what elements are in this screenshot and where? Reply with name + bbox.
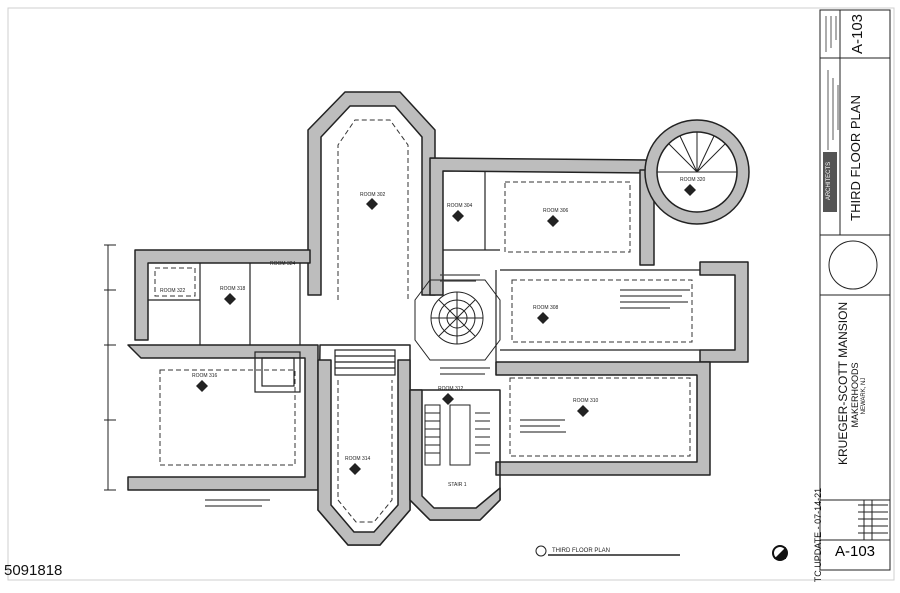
- firm-logo: [823, 152, 837, 212]
- room-label: ROOM 314: [345, 456, 371, 462]
- plan-dashed-lines: [154, 119, 693, 523]
- room-label: ROOM 312: [438, 386, 464, 392]
- dimension-lines: [104, 244, 116, 491]
- plan-interior-walls: [148, 171, 700, 393]
- sheet-title: THIRD FLOOR PLAN: [848, 95, 863, 221]
- plan-caption: THIRD FLOOR PLAN: [552, 548, 610, 554]
- room-label: ROOM 310: [573, 398, 599, 404]
- listing-id: 5091818: [4, 562, 63, 579]
- title-block: [819, 9, 891, 571]
- project-location: NEWARK, NJ: [861, 377, 867, 415]
- sheet-number-top: A-103: [839, 12, 877, 56]
- room-label: STAIR 1: [448, 482, 467, 488]
- main-stair: [424, 404, 490, 466]
- room-tags: [196, 184, 696, 475]
- title-block-notes: [825, 16, 839, 150]
- room-label: ROOM 320: [680, 177, 706, 183]
- revision-note: TC UPDATE - 07-14-21: [813, 487, 823, 583]
- room-label: ROOM 322: [160, 288, 186, 294]
- plan-notes: [205, 274, 690, 507]
- room-label-group: ROOM 302 ROOM 304 ROOM 306 ROOM 308 ROOM…: [160, 177, 706, 554]
- tower-stair: [657, 132, 737, 173]
- plan-walls: [127, 91, 750, 546]
- room-label: ROOM 304: [447, 203, 473, 209]
- room-label: ROOM 316: [192, 373, 218, 379]
- north-arrow: [772, 545, 788, 561]
- room-label: ROOM 308: [533, 305, 559, 311]
- room-label: ROOM 306: [543, 208, 569, 214]
- rotunda: [414, 279, 501, 361]
- room-label: ROOM 302: [360, 192, 386, 198]
- firm-logo-text: ARCHITECTS: [826, 161, 832, 201]
- room-label: ROOM 318: [220, 286, 246, 292]
- room-label: ROOM 324: [270, 261, 296, 267]
- plan-caption-graphic: [535, 545, 680, 557]
- sheet-number: A-103: [849, 13, 866, 55]
- sheet-number-bottom: A-103: [834, 543, 876, 560]
